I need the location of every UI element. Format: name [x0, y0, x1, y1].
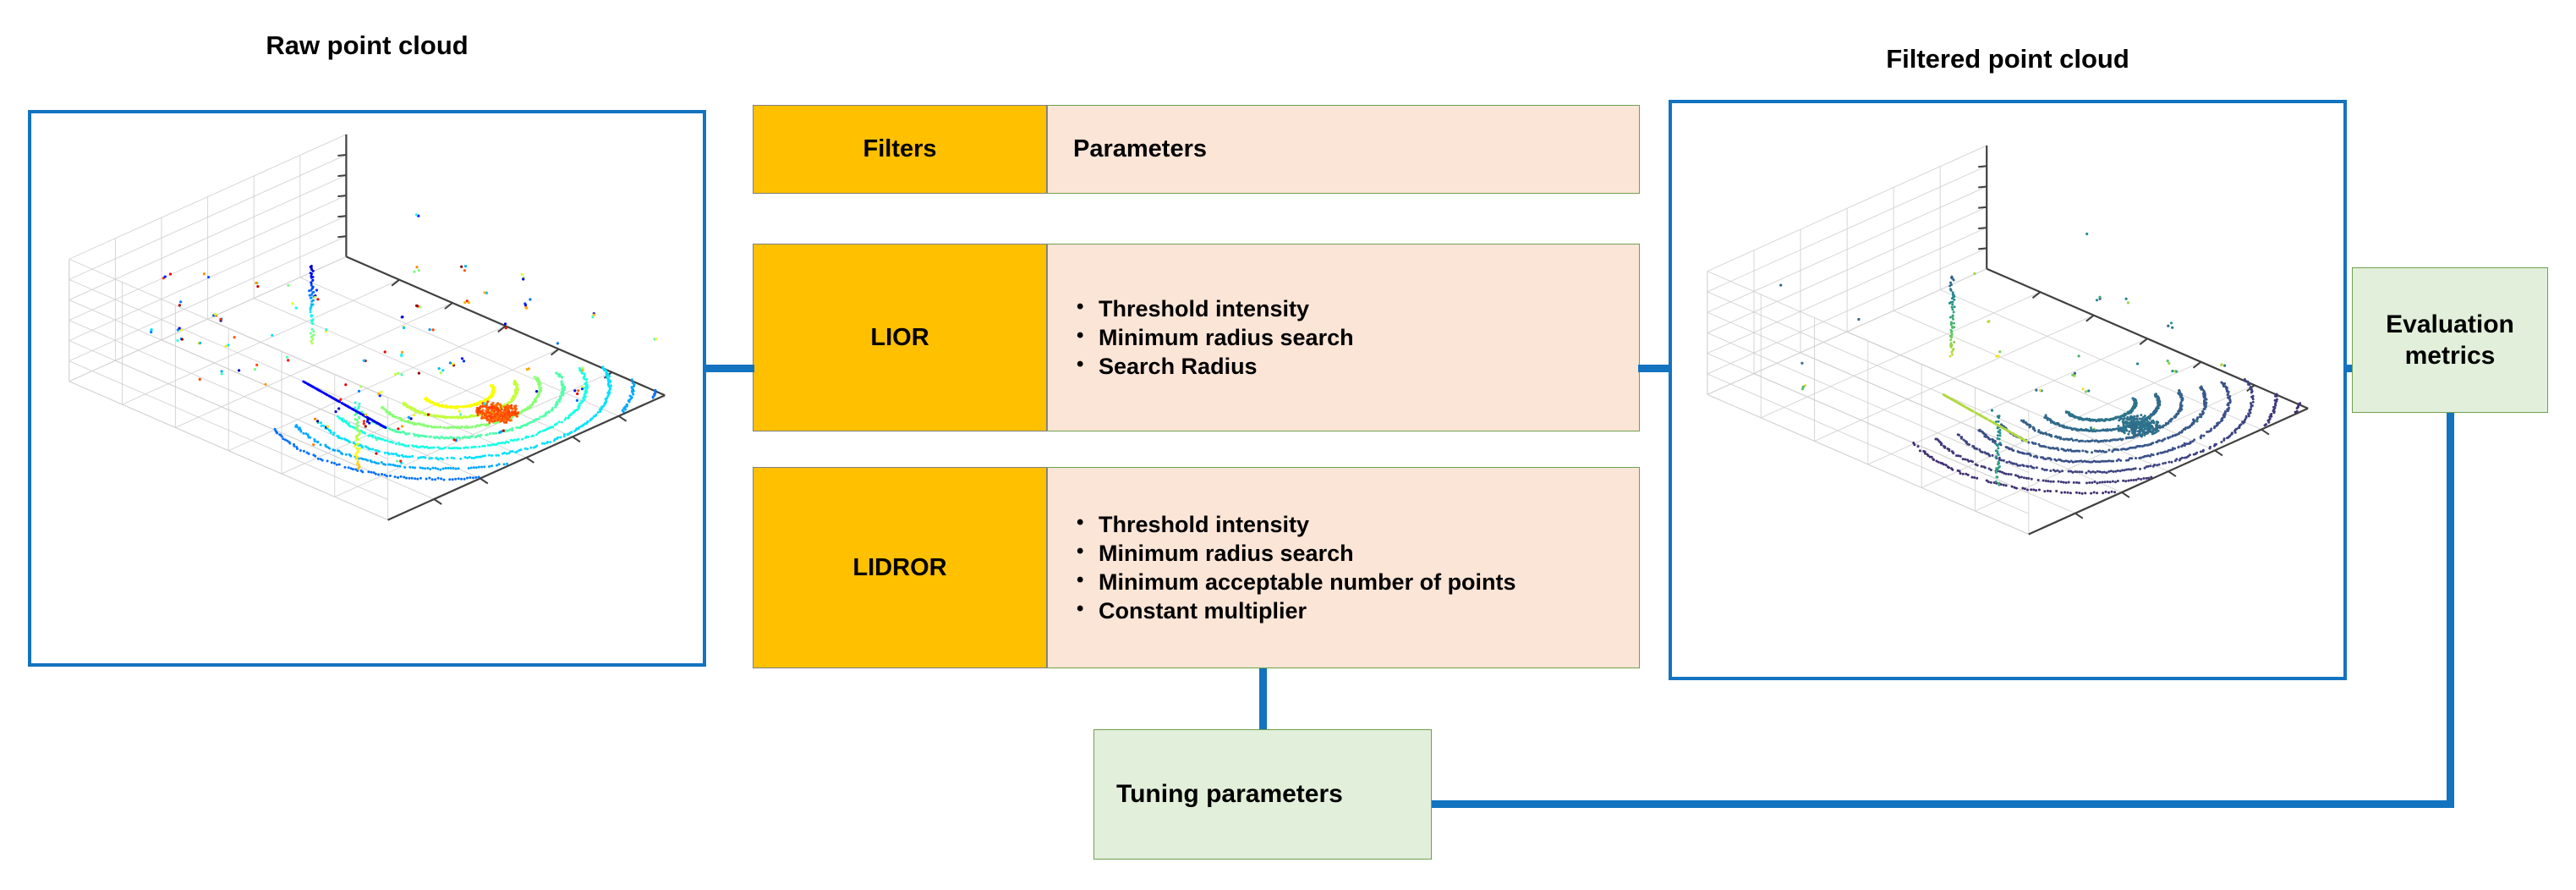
parameter-item: Minimum radius search — [1072, 326, 1639, 349]
connector-lidror-to-tuning — [1259, 668, 1267, 731]
filters-header-cell: Filters — [753, 105, 1047, 194]
raw-point-cloud-panel — [28, 110, 706, 667]
table-row: LIDROR Threshold intensityMinimum radius… — [753, 467, 1640, 668]
parameters-cell-lior: Threshold intensityMinimum radius search… — [1047, 244, 1640, 431]
evaluation-metrics-label: Evaluation metrics — [2386, 310, 2514, 371]
table-row: LIOR Threshold intensityMinimum radius s… — [753, 244, 1640, 431]
evaluation-metrics-box: Evaluation metrics — [2352, 267, 2548, 413]
parameter-list: Threshold intensityMinimum radius search… — [1048, 292, 1639, 384]
connector-filtered-to-evaluation — [2345, 365, 2354, 372]
connector-raw-to-filters — [706, 365, 754, 372]
parameter-item: Minimum radius search — [1072, 541, 1639, 565]
connector-evaluation-down — [2447, 412, 2454, 808]
parameter-item: Threshold intensity — [1072, 297, 1639, 321]
raw-point-cloud-plot — [69, 134, 666, 521]
parameters-header-cell: Parameters — [1047, 105, 1640, 194]
filtered-point-cloud-panel — [1669, 100, 2347, 680]
parameter-item: Constant multiplier — [1072, 599, 1639, 623]
table-header-row: Filters Parameters — [753, 105, 1640, 194]
filter-name-lior: LIOR — [753, 244, 1047, 431]
tuning-parameters-box: Tuning parameters — [1093, 729, 1432, 860]
raw-point-cloud-title: Raw point cloud — [266, 30, 469, 60]
parameter-list: Threshold intensityMinimum radius search… — [1048, 508, 1639, 629]
parameter-item: Search Radius — [1072, 354, 1639, 378]
parameters-header-label: Parameters — [1073, 135, 1207, 162]
tuning-parameters-label: Tuning parameters — [1116, 780, 1343, 808]
parameter-item: Minimum acceptable number of points — [1072, 570, 1639, 594]
filtered-point-cloud-title: Filtered point cloud — [1886, 44, 2129, 74]
parameters-cell-lidror: Threshold intensityMinimum radius search… — [1047, 467, 1640, 668]
parameter-item: Threshold intensity — [1072, 513, 1639, 536]
filtered-point-cloud-plot — [1707, 145, 2309, 536]
connector-feedback-horizontal — [1432, 800, 2454, 808]
filter-name-lidror: LIDROR — [753, 467, 1047, 668]
connector-filters-to-filtered — [1638, 365, 1670, 372]
